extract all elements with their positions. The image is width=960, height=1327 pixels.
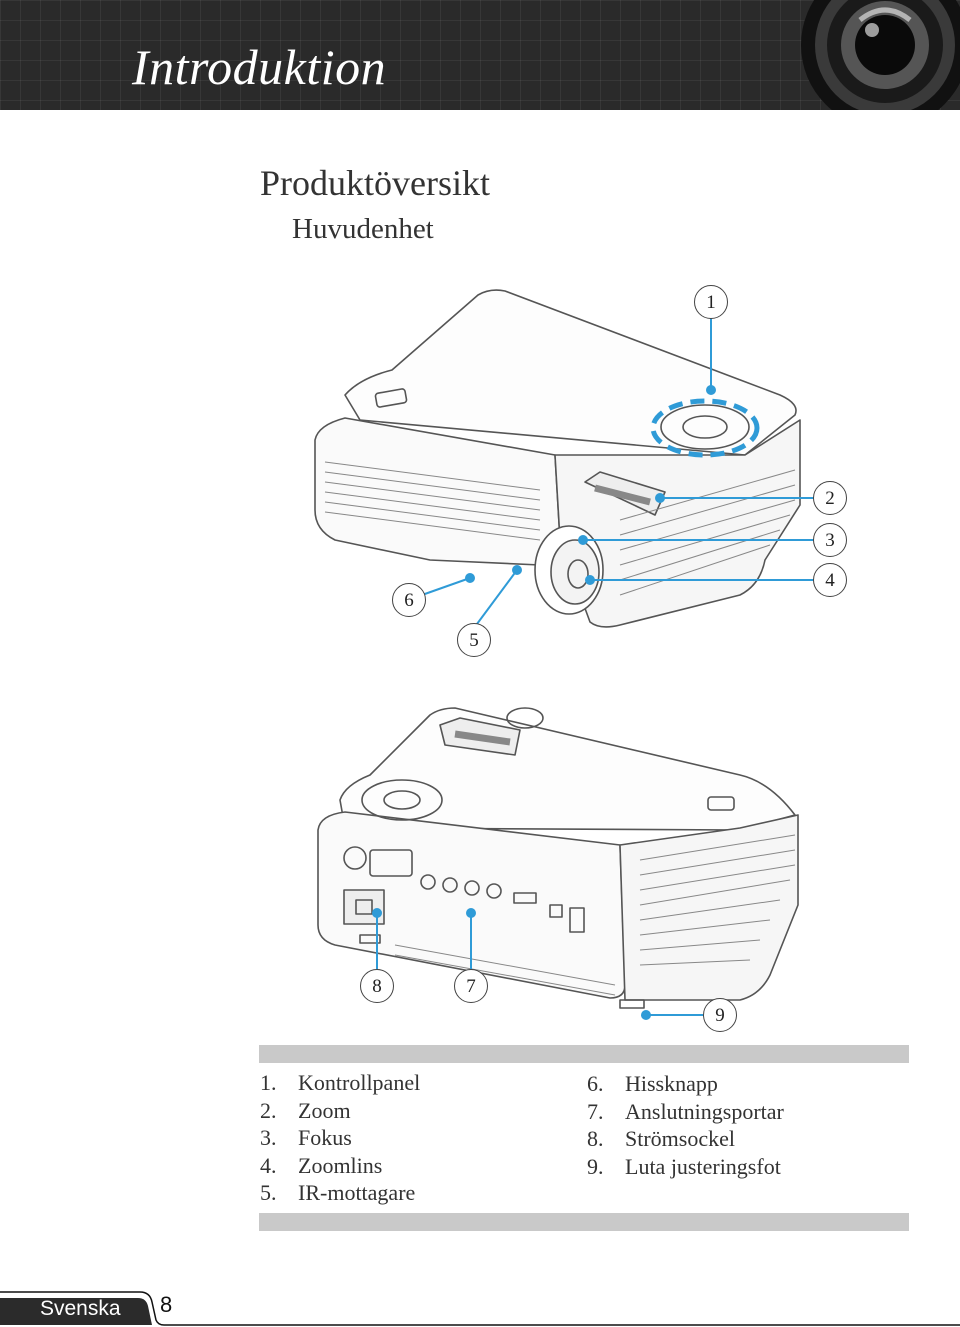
- legend-label: Anslutningsportar: [625, 1098, 784, 1124]
- projector-front-view-diagram: [314, 289, 829, 629]
- callout-3: 3: [813, 523, 847, 557]
- legend-number: 8.: [587, 1126, 604, 1151]
- legend-number: 9.: [587, 1153, 604, 1179]
- legend-top-bar: [259, 1045, 909, 1063]
- legend-left-column: 1. Kontrollpanel 2. Zoom 3. Fokus 4. Zoomlin…: [260, 1069, 420, 1207]
- callout-7: 7: [454, 969, 488, 1003]
- legend-item: 4. Zoomlins: [260, 1152, 420, 1180]
- callout-2: 2: [813, 481, 847, 515]
- page-number: 8: [160, 1292, 173, 1317]
- legend-item: 1. Kontrollpanel: [260, 1069, 420, 1097]
- subsection-title: Huvudenhet: [292, 213, 434, 245]
- projector-body-side: [554, 419, 801, 628]
- camera-lens-icon: [801, 0, 960, 110]
- legend-item: 3. Fokus: [260, 1124, 420, 1152]
- footer-language-tab: [0, 1291, 960, 1326]
- legend-number: 2.: [260, 1097, 277, 1123]
- projector-top-surface: [339, 707, 796, 831]
- legend-label: Zoomlins: [298, 1152, 383, 1178]
- legend-right-column: 6. Hissknapp 7. Anslutningsportar 8. Ströms…: [587, 1070, 784, 1180]
- legend-label: Luta justeringsfot: [625, 1153, 781, 1179]
- legend-label: Fokus: [298, 1125, 352, 1150]
- callout-5: 5: [457, 623, 491, 657]
- legend-label: Zoom: [298, 1097, 351, 1123]
- legend-item: 8. Strömsockel: [587, 1125, 784, 1153]
- callout-1: 1: [694, 285, 728, 319]
- legend-item: 5. IR-mottagare: [260, 1179, 420, 1207]
- projector-body-side: [619, 814, 799, 1001]
- projector-rear-view-diagram: [317, 707, 799, 1020]
- callout-9: 9: [703, 998, 737, 1032]
- callout-8: 8: [360, 969, 394, 1003]
- legend-number: 6.: [587, 1071, 604, 1096]
- legend-number: 4.: [260, 1152, 277, 1178]
- legend-item: 7. Anslutningsportar: [587, 1098, 784, 1126]
- footer-language: Svenska: [40, 1297, 121, 1320]
- legend-number: 7.: [587, 1098, 604, 1124]
- chapter-title: Introduktion: [132, 39, 387, 95]
- legend-label: IR-mottagare: [298, 1180, 416, 1205]
- legend-number: 3.: [260, 1125, 277, 1150]
- legend-label: Strömsockel: [625, 1126, 735, 1151]
- legend-item: 6. Hissknapp: [587, 1070, 784, 1098]
- callout-6: 6: [392, 583, 426, 617]
- projector-rear-face: [317, 811, 626, 999]
- legend-label: Hissknapp: [625, 1071, 718, 1096]
- legend-bottom-bar: [259, 1213, 909, 1231]
- callout-4: 4: [813, 563, 847, 597]
- legend-item: 9. Luta justeringsfot: [587, 1153, 784, 1181]
- legend-number: 1.: [260, 1070, 277, 1095]
- projector-top-surface: [344, 289, 797, 456]
- control-panel-highlight: [650, 398, 760, 458]
- section-title: Produktöversikt: [260, 163, 490, 203]
- projector-body-front: [314, 417, 561, 566]
- chapter-header: Introduktion: [0, 0, 960, 110]
- legend-item: 2. Zoom: [260, 1097, 420, 1125]
- legend-number: 5.: [260, 1180, 277, 1205]
- legend-label: Kontrollpanel: [298, 1070, 421, 1095]
